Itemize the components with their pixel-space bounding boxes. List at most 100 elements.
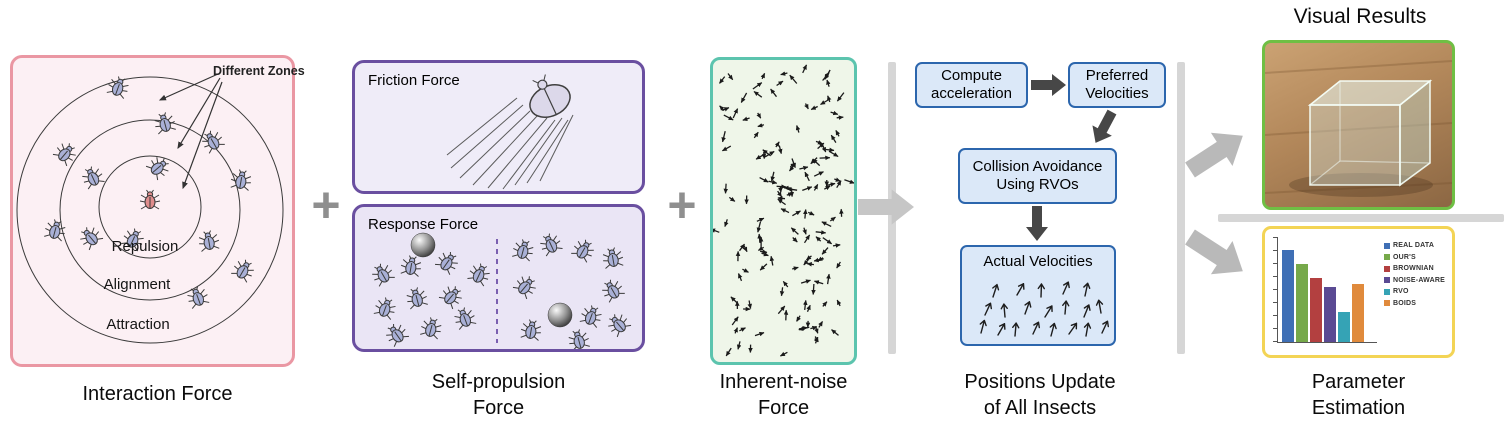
legend-label: RVO <box>1393 288 1409 295</box>
insect-icon <box>451 304 478 331</box>
results-divider-bar <box>1218 214 1504 222</box>
insect-icon <box>578 302 605 329</box>
legend-swatch <box>1384 300 1390 306</box>
plus-operator-2: + <box>667 177 697 233</box>
bar-chart-bars <box>1282 237 1364 342</box>
interaction-force-caption: Interaction Force <box>82 383 233 405</box>
inherent-noise-caption: Inherent-noise Force <box>695 369 872 421</box>
bar-noise-aware <box>1324 287 1336 342</box>
positions-update-caption-line1: Positions Update <box>964 371 1116 393</box>
velocity-arrows-illustration <box>977 280 1111 338</box>
bar-brownian <box>1310 278 1322 342</box>
bar-boids <box>1352 284 1364 342</box>
insect-icon <box>229 255 258 284</box>
insect-icon <box>536 230 564 257</box>
insect-icon <box>403 285 430 310</box>
collision-to-actual-arrow-icon <box>1026 206 1048 241</box>
preferred-to-collision-arrow-icon <box>1085 106 1122 149</box>
insect-icon <box>399 253 424 278</box>
legend-item: BOIDS <box>1384 300 1445 307</box>
friction-force-box: Friction Force <box>352 60 645 194</box>
response-force-box: Response Force <box>352 204 645 352</box>
pipeline-right-bar <box>1177 62 1185 354</box>
insect-icon <box>368 259 397 288</box>
chart-legend: REAL DATA OUR'S BROWNIAN NOISE-AWARE RVO BOID… <box>1384 242 1445 311</box>
parameter-estimation-caption: Parameter Estimation <box>1262 369 1455 421</box>
compute-acceleration-box: Compute acceleration <box>915 62 1028 108</box>
legend-label: BOIDS <box>1393 299 1417 307</box>
insect-icon <box>466 260 494 287</box>
legend-label: OUR'S <box>1393 253 1416 261</box>
zone-pointer-arrow <box>182 81 223 190</box>
glass-cube-illustration <box>1265 60 1452 197</box>
parameter-estimation-caption-line2: Estimation <box>1311 397 1406 419</box>
positions-update-caption-line2: of All Insects <box>983 397 1097 419</box>
insect-icon <box>600 245 625 270</box>
to-parameter-estimation-arrow-icon <box>1179 220 1254 288</box>
bar-our-s <box>1296 264 1308 342</box>
legend-label: NOISE-AWARE <box>1393 276 1445 284</box>
insect-icon <box>381 319 411 348</box>
parameter-estimation-caption-line1: Parameter <box>1311 371 1406 393</box>
insect-icon <box>229 167 254 192</box>
insect-icon <box>151 110 178 135</box>
predator-sphere-icon <box>547 302 573 328</box>
bar-rvo <box>1338 312 1350 342</box>
self-propulsion-caption-line1: Self-propulsion <box>431 371 566 393</box>
beetle-icon <box>529 74 571 118</box>
inherent-noise-caption-line2: Force <box>757 397 810 419</box>
visual-results-title: Visual Results <box>1293 5 1427 28</box>
insect-icon <box>598 275 627 304</box>
response-force-illustration <box>368 230 633 349</box>
zone-label-alignment: Alignment <box>103 276 171 293</box>
pipeline-left-bar <box>888 62 896 354</box>
legend-swatch <box>1384 254 1390 260</box>
focal-insect-icon <box>139 189 161 210</box>
insect-icon <box>603 309 633 339</box>
alignment-zone-circle <box>59 119 241 301</box>
self-propulsion-caption: Self-propulsion Force <box>352 369 645 421</box>
zone-pointer-arrow <box>158 73 219 101</box>
positions-update-caption: Positions Update of All Insects <box>935 369 1145 421</box>
insect-icon <box>519 317 544 342</box>
parameter-estimation-chart: REAL DATA OUR'S BROWNIAN NOISE-AWARE RVO BOID… <box>1262 226 1455 358</box>
insect-icon <box>569 235 598 264</box>
actual-velocities-label: Actual Velocities <box>983 253 1093 270</box>
interaction-zones-illustration <box>16 73 284 344</box>
insect-icon <box>433 247 463 276</box>
input-arrow-icon <box>858 189 914 225</box>
insect-icon <box>418 315 445 340</box>
legend-item: REAL DATA <box>1384 242 1445 249</box>
preferred-velocities-box: Preferred Velocities <box>1068 62 1166 108</box>
insect-icon <box>78 163 106 190</box>
inherent-noise-caption-line1: Inherent-noise <box>719 371 848 393</box>
bar-real-data <box>1282 250 1294 342</box>
attraction-zone-circle <box>16 76 284 344</box>
insect-icon <box>105 73 132 100</box>
noise-vector-field <box>713 64 854 357</box>
legend-label: REAL DATA <box>1393 242 1435 249</box>
insect-icon <box>510 237 537 262</box>
insect-icon <box>198 126 227 155</box>
insect-icon <box>511 271 541 301</box>
response-force-title: Response Force <box>368 216 479 233</box>
legend-swatch <box>1384 277 1390 283</box>
actual-velocities-box: Actual Velocities <box>960 245 1116 346</box>
friction-force-illustration <box>446 74 574 190</box>
inherent-noise-panel <box>710 57 857 365</box>
insect-icon <box>565 327 592 349</box>
legend-item: RVO <box>1384 288 1445 295</box>
zone-label-attraction: Attraction <box>106 316 170 333</box>
insect-icon <box>196 228 221 253</box>
compute-to-preferred-arrow-icon <box>1031 74 1066 96</box>
plus-operator-1: + <box>311 177 341 233</box>
legend-label: BROWNIAN <box>1393 265 1434 272</box>
insect-icon <box>437 281 467 311</box>
visual-results-image <box>1262 40 1455 210</box>
zone-pointer-arrow <box>177 77 221 150</box>
legend-swatch <box>1384 265 1390 272</box>
legend-item: NOISE-AWARE <box>1384 277 1445 284</box>
insect-icon <box>42 217 69 242</box>
repulsion-zone-circle <box>98 155 202 259</box>
insect-icon <box>372 294 399 321</box>
